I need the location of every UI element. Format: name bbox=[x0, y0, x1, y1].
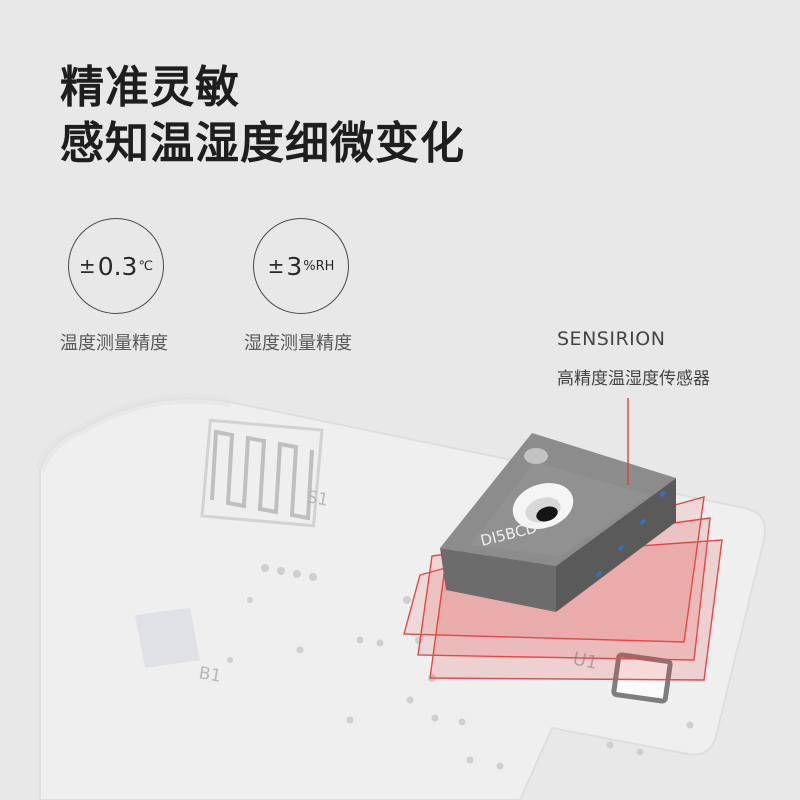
headline-line-1: 精准灵敏 bbox=[60, 62, 240, 113]
serpentine-trace bbox=[210, 429, 314, 521]
humidity-accuracy-caption: 湿度测量精度 bbox=[244, 333, 352, 354]
trace-frame bbox=[200, 418, 324, 528]
board-label-s1: S1 bbox=[305, 487, 330, 510]
sensor-chip: DI5BCD bbox=[440, 433, 676, 612]
via-dots bbox=[227, 564, 694, 770]
u1-pad bbox=[611, 652, 673, 704]
humidity-accuracy-badge: ± 3 %RH bbox=[253, 218, 349, 314]
headline-line-2: 感知温湿度细微变化 bbox=[60, 118, 465, 169]
board-label-b1: B1 bbox=[197, 663, 223, 687]
component-b1 bbox=[135, 608, 200, 668]
humidity-accuracy-value: 3 bbox=[286, 251, 303, 281]
temperature-accuracy-badge: ± 0.3 ℃ bbox=[68, 218, 164, 314]
temperature-unit: ℃ bbox=[138, 258, 154, 274]
humidity-unit: %RH bbox=[303, 258, 335, 274]
plus-minus-sign: ± bbox=[78, 254, 96, 278]
board-label-u1: U1 bbox=[571, 648, 599, 674]
brand-description: 高精度温湿度传感器 bbox=[557, 369, 710, 389]
temperature-accuracy-caption: 温度测量精度 bbox=[60, 333, 168, 354]
brand-name: SENSIRION bbox=[557, 328, 666, 350]
board-edge-shadow bbox=[35, 393, 231, 472]
pin1-marker bbox=[524, 448, 548, 464]
sensor-hole bbox=[536, 506, 558, 522]
chip-side-left bbox=[440, 548, 556, 612]
temperature-accuracy-value: 0.3 bbox=[97, 251, 138, 281]
plus-minus-sign: ± bbox=[267, 254, 285, 278]
chip-pads bbox=[595, 490, 667, 578]
chip-side-right bbox=[556, 478, 676, 612]
